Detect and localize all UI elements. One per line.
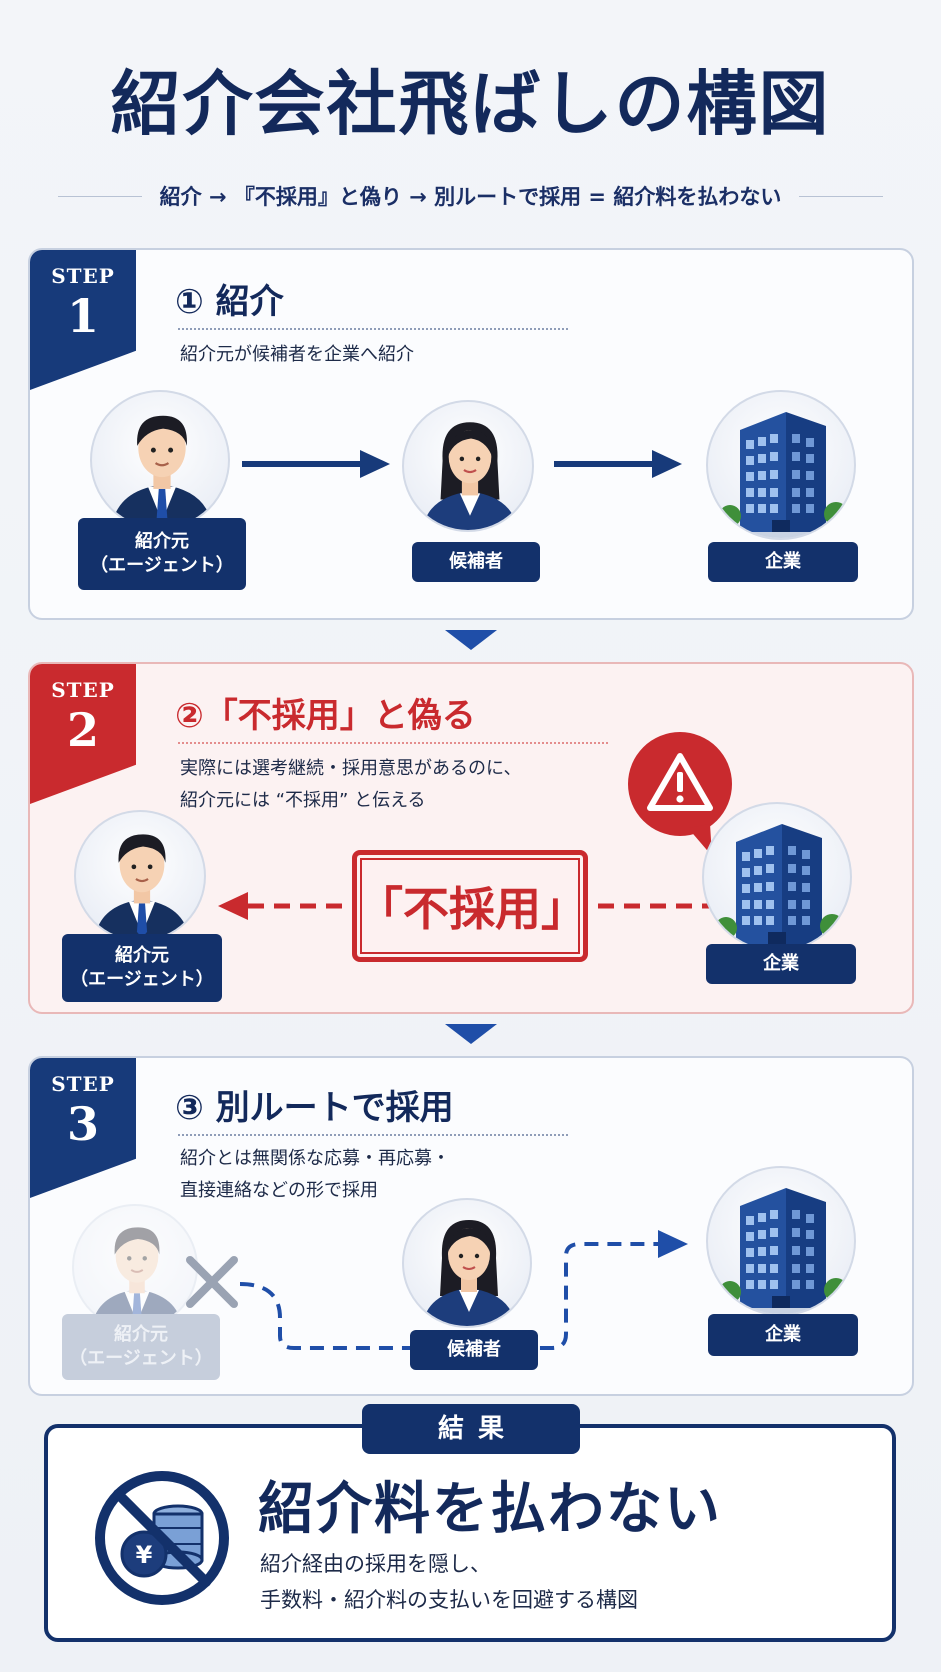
agent-label-line2: （エージェント） [69, 1348, 213, 1369]
step3-step-number: 3 [66, 1097, 99, 1151]
result-main-text: 紹介料を払わない [258, 1477, 722, 1542]
candidate-label: 候補者 [412, 542, 540, 582]
no-payment-icon: ¥ [95, 1471, 229, 1605]
agent-avatar [74, 810, 206, 942]
result-desc-line2: 手数料・紹介料の支払いを回避する構図 [260, 1588, 638, 1612]
step1-step-number: 1 [66, 289, 99, 343]
step1-panel: STEP 1 ① 紹介 紹介元が候補者を企業へ紹介 紹介元 （エージェント） 候… [28, 248, 914, 620]
step1-desc: 紹介元が候補者を企業へ紹介 [180, 344, 414, 365]
candidate-label: 候補者 [410, 1330, 538, 1370]
step3-ribbon: STEP 3 [30, 1058, 136, 1198]
step2-divider [178, 742, 608, 744]
step3-desc-line1: 紹介とは無関係な応募・再応募・ [180, 1148, 450, 1169]
step1-step-word: STEP [51, 264, 115, 288]
step1-title: ① 紹介 [175, 282, 284, 322]
step1-divider [178, 328, 568, 330]
agent-avatar [90, 390, 230, 530]
company-avatar [702, 802, 852, 952]
agent-label-line2: （エージェント） [90, 555, 234, 576]
man-icon [76, 812, 206, 942]
step2-ribbon: STEP 2 [30, 664, 136, 804]
step2-step-word: STEP [51, 678, 115, 702]
building-icon [704, 804, 852, 952]
company-label: 企業 [708, 542, 858, 582]
company-label: 企業 [706, 944, 856, 984]
agent-label-line1: 紹介元 [115, 945, 169, 966]
agent-label-line2: （エージェント） [70, 969, 214, 990]
company-avatar [706, 390, 856, 540]
arrow-right-icon [554, 450, 682, 478]
bypass-route-icon [239, 1230, 688, 1350]
step2-step-number: 2 [66, 703, 99, 757]
step3-divider [178, 1134, 568, 1136]
warning-icon [647, 753, 713, 856]
down-arrow-icon [445, 1024, 497, 1044]
warning-bubble [628, 732, 732, 856]
agent-label-faded: 紹介元 （エージェント） [62, 1314, 220, 1380]
step2-desc-line1: 実際には選考継続・採用意思があるのに、 [180, 758, 522, 779]
agent-avatar-faded [72, 1204, 198, 1330]
man-icon [74, 1206, 198, 1330]
step3-title: ③ 別ルートで採用 [175, 1088, 454, 1128]
subtitle-row: 紹介 → 『不採用』と偽り → 別ルートで採用 = 紹介料を払わない [40, 178, 901, 214]
man-icon [92, 392, 230, 530]
subtitle-divider-left [58, 195, 142, 197]
step3-panel: STEP 3 ③ 別ルートで採用 紹介とは無関係な応募・再応募・ 直接連絡などの… [28, 1056, 914, 1396]
step2-title: ②「不採用」と偽る [175, 696, 476, 736]
step1-ribbon: STEP 1 [30, 250, 136, 390]
cross-icon [186, 1256, 238, 1308]
down-arrow-icon [445, 630, 497, 650]
rejection-stamp: 「不採用」 [352, 850, 588, 962]
candidate-avatar [402, 1198, 532, 1328]
woman-icon [404, 402, 534, 532]
candidate-avatar [402, 400, 534, 532]
subtitle-divider-right [799, 195, 883, 197]
agent-label: 紹介元 （エージェント） [62, 934, 222, 1002]
agent-label-line1: 紹介元 [114, 1324, 168, 1345]
building-icon [708, 1168, 856, 1316]
company-label: 企業 [708, 1314, 858, 1356]
company-avatar [706, 1166, 856, 1316]
dashed-line-icon [598, 903, 710, 909]
page-title: 紹介会社飛ばしの構図 [110, 62, 831, 145]
agent-label-line1: 紹介元 [135, 531, 189, 552]
svg-text:¥: ¥ [136, 1541, 153, 1569]
subtitle: 紹介 → 『不採用』と偽り → 別ルートで採用 = 紹介料を払わない [159, 185, 782, 209]
arrow-right-icon [242, 450, 390, 478]
agent-label: 紹介元 （エージェント） [78, 518, 246, 590]
dashed-arrow-left-icon [218, 892, 364, 920]
step3-step-word: STEP [51, 1072, 115, 1096]
step3-desc-line2: 直接連絡などの形で採用 [180, 1180, 378, 1201]
result-desc-line1: 紹介経由の採用を隠し、 [260, 1552, 491, 1576]
step2-desc-line2: 紹介元には “不採用” と伝える [180, 790, 426, 811]
result-box: ¥ 紹介料を払わない 紹介経由の採用を隠し、 手数料・紹介料の支払いを回避する構… [44, 1424, 896, 1642]
building-icon [708, 392, 856, 540]
woman-icon [404, 1200, 532, 1328]
result-tag: 結果 [362, 1404, 580, 1454]
step2-panel: STEP 2 ②「不採用」と偽る 実際には選考継続・採用意思があるのに、 紹介元… [28, 662, 914, 1014]
